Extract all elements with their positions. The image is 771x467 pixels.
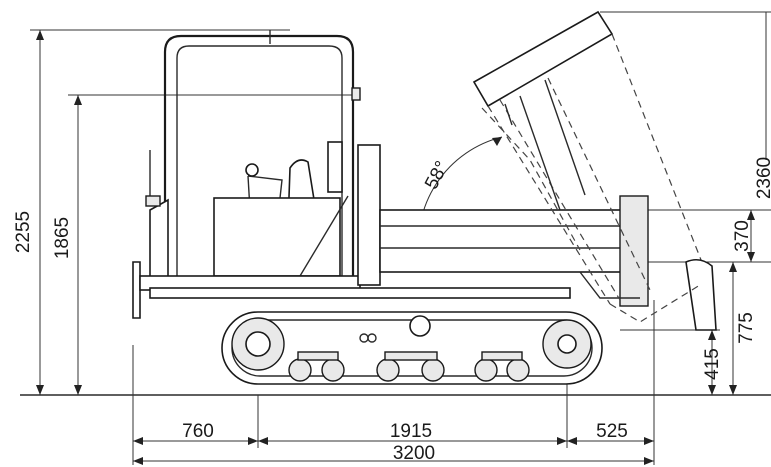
crawler-track [221,311,603,385]
dim-bed-lip [708,330,716,395]
track-length-label: 1915 [390,421,432,442]
seat-height-label: 1865 [52,217,73,259]
dump-height-label: 2360 [754,157,771,199]
lift-height-label: 775 [736,312,757,344]
front-overhang-label: 760 [182,421,214,442]
bed-lip-label: 415 [702,348,723,380]
dim-rear-overhang [567,437,654,445]
dim-track-length [258,437,567,445]
rear-overhang-label: 525 [596,421,628,442]
dim-front-overhang [133,437,258,445]
dim-seat-height [68,94,360,395]
dump-bed-lowered [357,144,649,307]
machine-body [132,141,571,319]
dim-overall-height [30,29,290,395]
overall-length-label: 3200 [393,443,435,464]
crawler-dumper [132,10,717,385]
dim-bed-depth [747,210,755,262]
dim-lift-height [729,262,737,395]
bed-depth-label: 370 [732,220,753,252]
dump-angle-label: 58° [421,158,453,193]
overall-height-label: 2255 [13,211,34,253]
dim-overall-length [133,457,654,465]
rops-frame [163,30,361,285]
dump-bed-raised [472,10,717,331]
